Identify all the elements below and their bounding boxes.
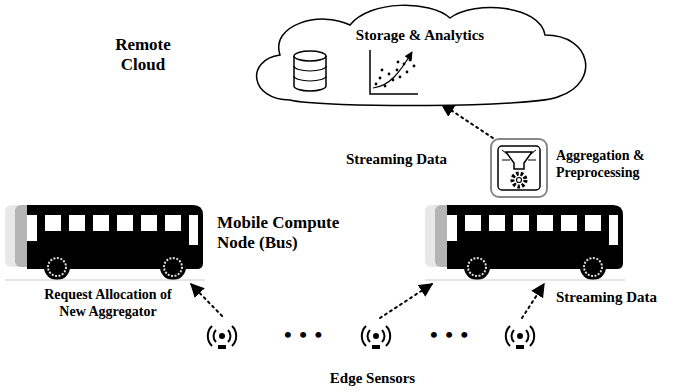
node-shape <box>240 0 600 105</box>
edge-label: Streaming Data <box>344 150 449 168</box>
sensor-band-label: Edge Sensors <box>200 369 545 387</box>
sensor-icon <box>506 326 534 349</box>
aggregator-label: Aggregation & Preprocessing <box>556 148 674 182</box>
sensor-icon <box>208 326 236 349</box>
edge-label: Request Allocation of New Aggregator <box>36 287 180 321</box>
ellipsis: • • • <box>428 322 471 348</box>
bus-label: Mobile Compute Node (Bus) <box>217 213 357 254</box>
bus-node: Mobile Compute Node (Bus) <box>5 203 205 281</box>
aggregator-node: Aggregation & Preprocessing <box>490 138 548 198</box>
database-icon <box>294 51 326 91</box>
aggregator-frame <box>491 139 547 197</box>
aggregator-icon <box>498 146 540 190</box>
cloud-outline <box>257 5 586 105</box>
cloud-content: Storage & Analytics <box>240 26 600 44</box>
node-shape <box>490 138 548 198</box>
dotted-arrow <box>191 284 222 316</box>
cloud-node: Remote CloudStorage & Analytics <box>240 0 600 105</box>
stream-label: Streaming Data <box>554 288 659 306</box>
cloud-heading: Remote Cloud <box>103 35 183 76</box>
sensor-icon <box>362 326 390 349</box>
dotted-arrow <box>442 104 493 138</box>
sensor-band: Edge Sensors <box>200 316 545 392</box>
chart-icon <box>370 50 418 94</box>
node-shape <box>5 203 205 281</box>
data-stream-arrow <box>380 284 432 318</box>
bus-illustration <box>425 205 625 280</box>
data-stream-arrow <box>522 284 544 318</box>
bus-illustration <box>5 205 205 280</box>
ellipsis: • • • <box>282 322 325 348</box>
